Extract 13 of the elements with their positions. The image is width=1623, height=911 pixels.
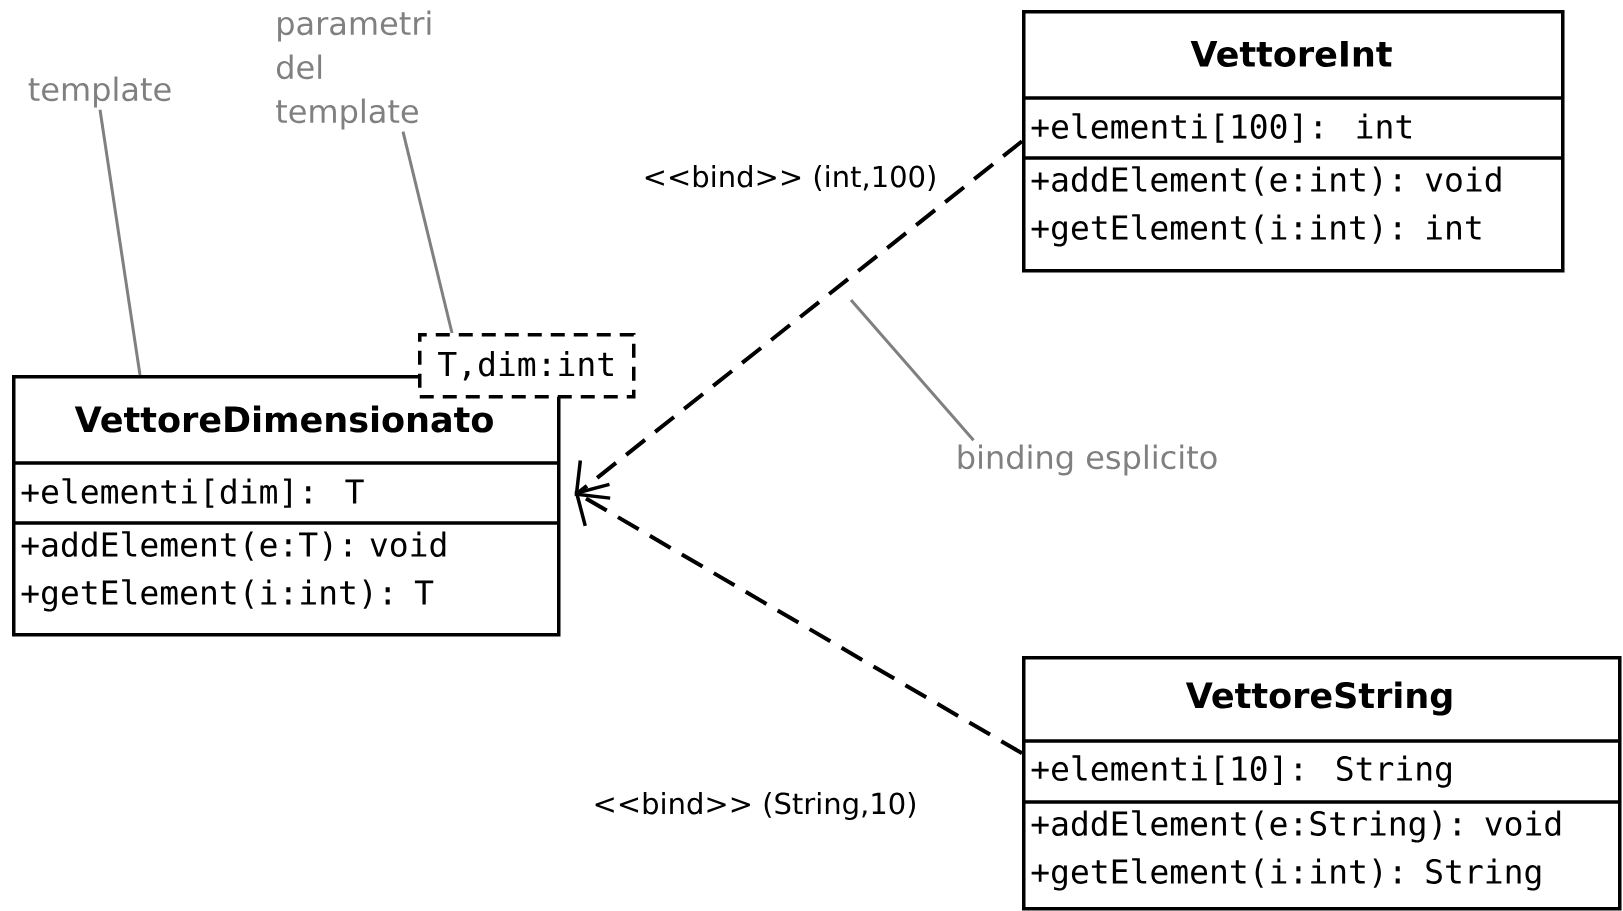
dependency-arrow: [574, 139, 1024, 500]
template-label: template: [28, 76, 171, 108]
leader-line: [401, 131, 454, 334]
binding-label: binding esplicito: [958, 444, 1217, 476]
edge-label: <<bind>> (String,10): [589, 789, 921, 824]
edge-label: <<bind>> (int,100): [639, 162, 941, 194]
template-parameters-label: parametri del template: [276, 10, 431, 130]
dependency-arrow: [574, 482, 1023, 755]
leader-line: [849, 299, 975, 442]
leader-line: [98, 109, 142, 376]
template-parameter-box: T,dim:int: [418, 333, 636, 399]
class-box: VettoreInt +elementi[100]: int +addElement(e:int): void +getElement(i:int): int: [1022, 10, 1565, 273]
class-box: VettoreString +elementi[10]: String +addElement(e:String): void +getElement(i:int): String: [1022, 656, 1622, 911]
